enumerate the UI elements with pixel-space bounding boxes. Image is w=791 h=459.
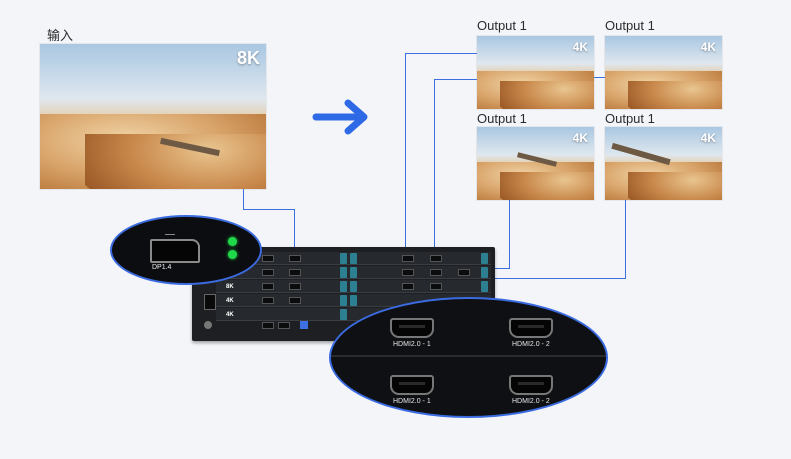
- output-resolution-badge-2: 4K: [700, 40, 716, 54]
- displayport-icon: [150, 239, 200, 263]
- output-resolution-badge-1: 4K: [572, 40, 588, 54]
- hdmi-port-label-1: HDMI2.0 - 1: [393, 341, 431, 348]
- status-led-1: [228, 237, 237, 246]
- arrow-right-icon: [312, 99, 368, 135]
- input-image-tile: 8K: [40, 44, 266, 189]
- hdmi-port-label-3: HDMI2.0 - 1: [393, 398, 431, 405]
- dp-port-zoom-callout: DP1.4: [110, 215, 262, 285]
- output-image-tile-2: 4K: [605, 36, 722, 109]
- device-row-label-3: 4K: [226, 312, 234, 318]
- hdmi-port-icon: [390, 318, 434, 338]
- output-label-3: Output 1: [477, 111, 527, 126]
- hdmi-port-icon: [509, 318, 553, 338]
- hdmi-port-label-2: HDMI2.0 - 2: [512, 341, 550, 348]
- dp-port-label: DP1.4: [152, 264, 172, 271]
- output-image-tile-1: 4K: [477, 36, 594, 109]
- output-resolution-badge-4: 4K: [700, 131, 716, 145]
- output-label-4: Output 1: [605, 111, 655, 126]
- output-resolution-badge-3: 4K: [572, 131, 588, 145]
- hdmi-port-label-4: HDMI2.0 - 2: [512, 398, 550, 405]
- input-label: 输入: [47, 28, 74, 43]
- device-row-label-2: 4K: [226, 298, 234, 304]
- output-image-tile-3: 4K: [477, 127, 594, 200]
- status-led-2: [228, 250, 237, 259]
- output-label-1: Output 1: [477, 18, 527, 33]
- hdmi-port-icon: [390, 375, 434, 395]
- output-label-2: Output 1: [605, 18, 655, 33]
- hdmi-ports-zoom-callout: HDMI2.0 - 1 HDMI2.0 - 2 HDMI2.0 - 1 HDMI…: [329, 297, 608, 418]
- device-row-label-1: 8K: [226, 284, 234, 290]
- output-image-tile-4: 4K: [605, 127, 722, 200]
- matrix-device: 8K 4K 4K: [192, 247, 495, 341]
- hdmi-port-icon: [509, 375, 553, 395]
- input-resolution-badge: 8K: [236, 48, 260, 68]
